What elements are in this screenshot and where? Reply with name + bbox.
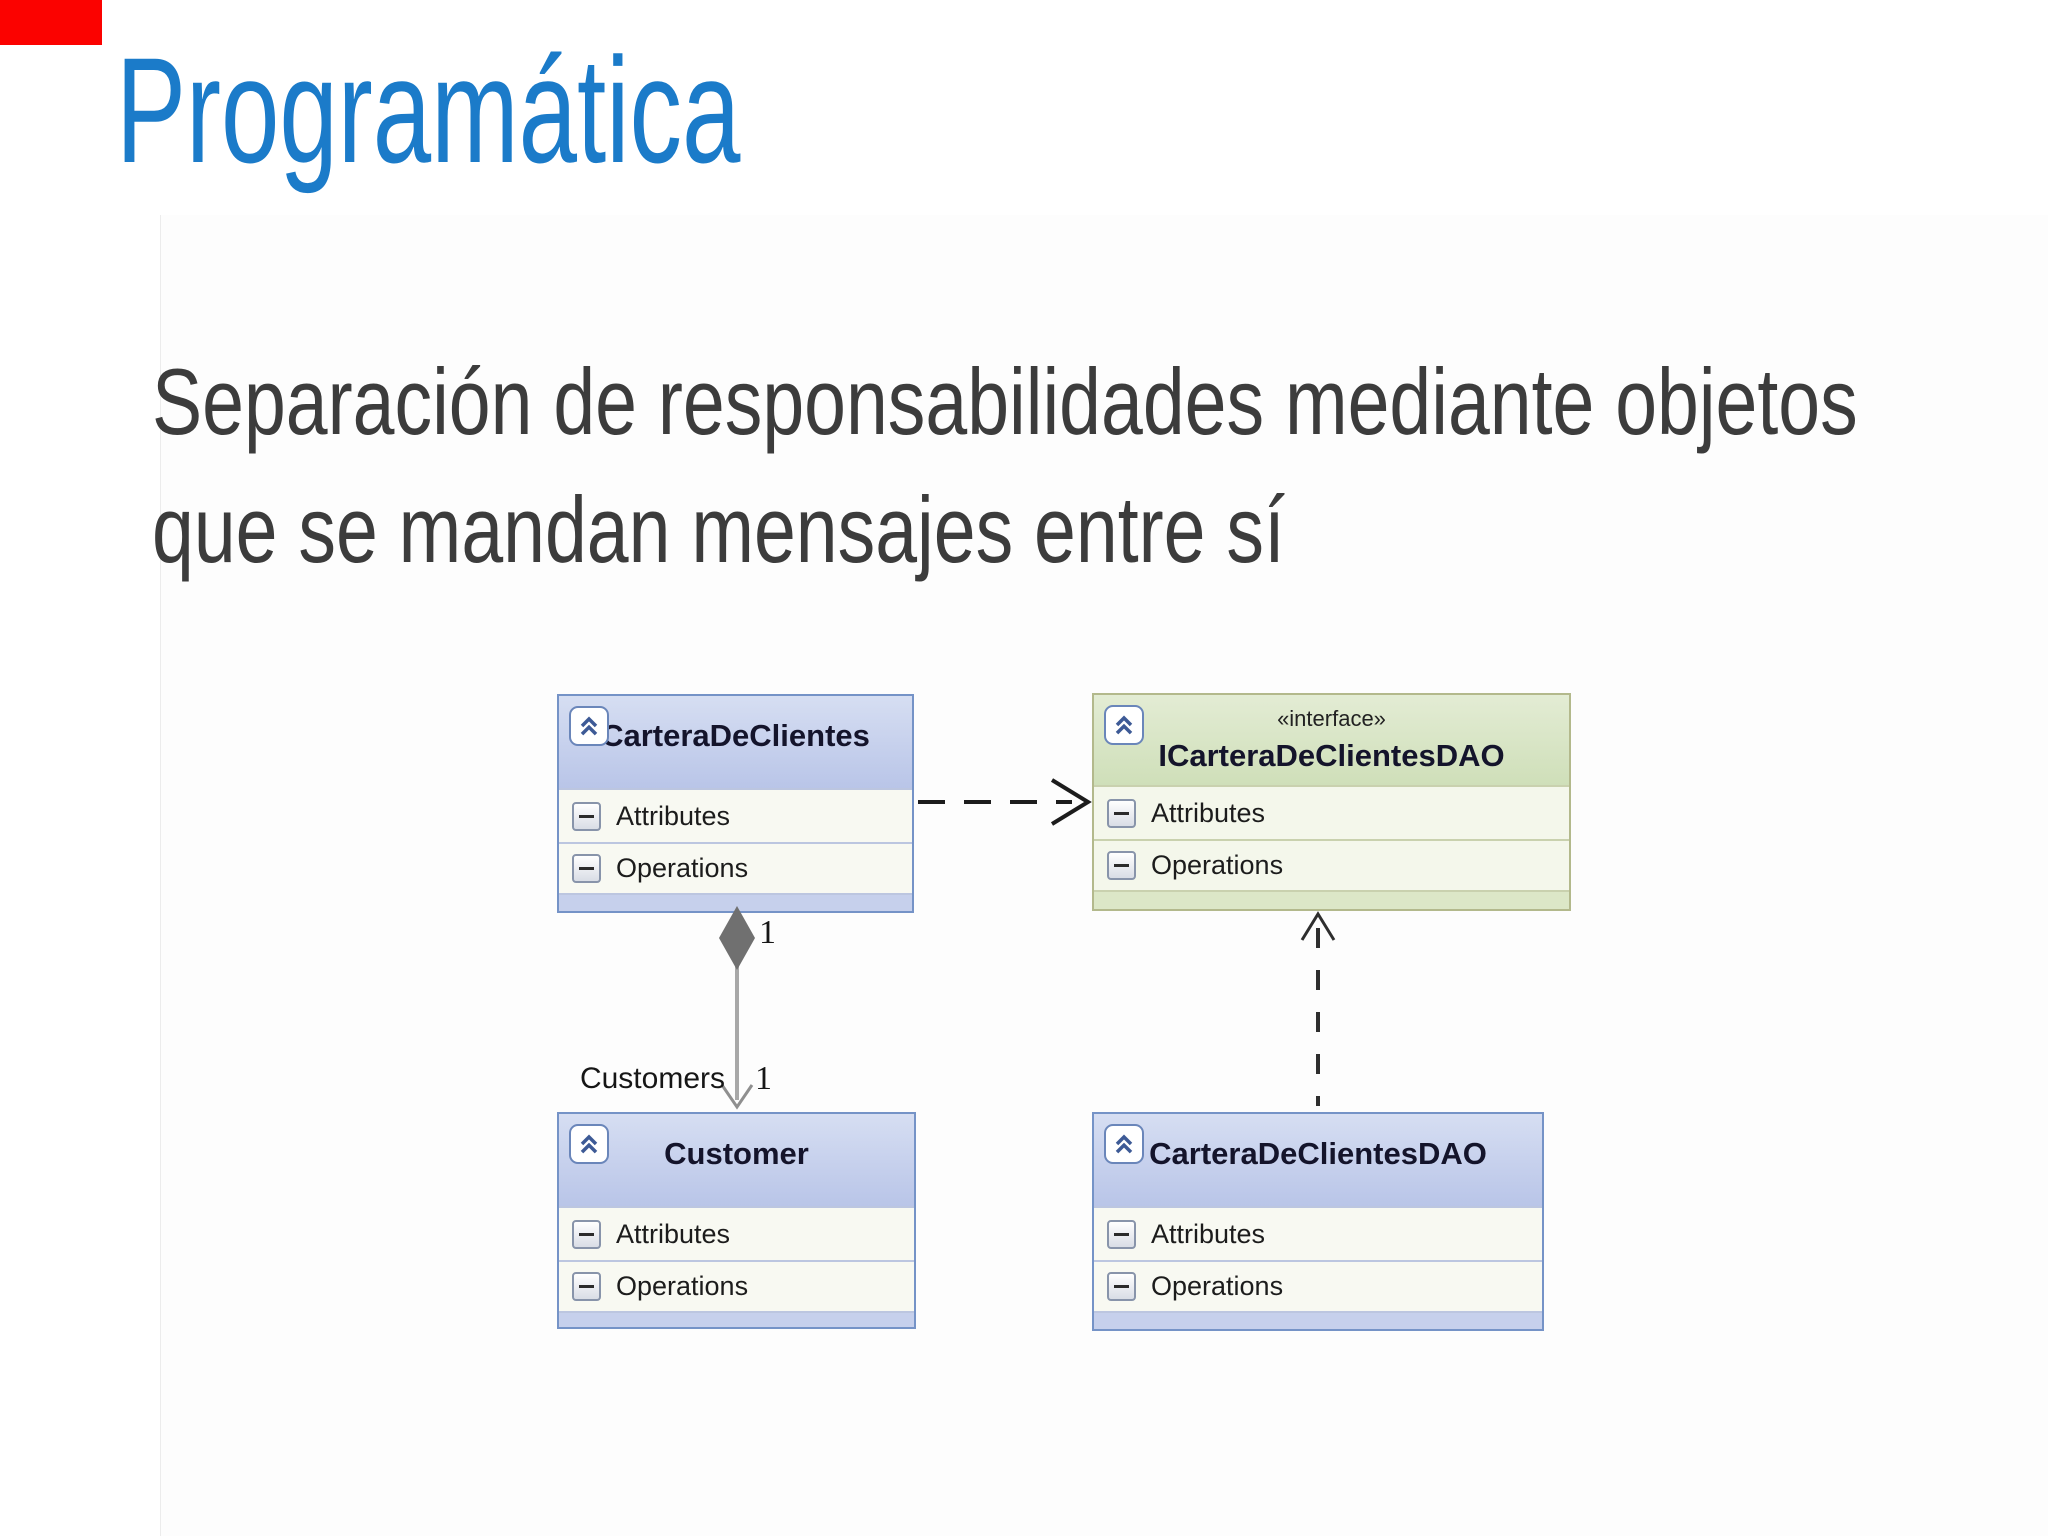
multiplicity-near-diamond: 1 xyxy=(759,914,776,951)
collapse-minus-icon[interactable] xyxy=(572,854,601,883)
collapse-chevron-icon[interactable] xyxy=(569,706,609,746)
class-name: CarteraDeClientes xyxy=(601,718,870,753)
collapse-minus-icon[interactable] xyxy=(1107,851,1136,880)
class-footer-strip xyxy=(559,893,912,911)
collapse-minus-icon[interactable] xyxy=(572,801,601,831)
collapse-minus-icon[interactable] xyxy=(1107,1272,1136,1301)
body-line-1: Separación de responsabilidades mediante… xyxy=(152,349,1858,454)
attributes-row[interactable]: Attributes xyxy=(1094,1206,1542,1260)
collapse-minus-icon[interactable] xyxy=(1107,798,1136,828)
class-header: CarteraDeClientesDAO xyxy=(1094,1114,1542,1206)
operations-label: Operations xyxy=(1151,850,1284,880)
class-name: Customer xyxy=(664,1136,809,1171)
attributes-row[interactable]: Attributes xyxy=(1094,785,1569,839)
operations-row[interactable]: Operations xyxy=(1094,839,1569,890)
interface-name: ICarteraDeClientesDAO xyxy=(1158,738,1505,773)
collapse-chevron-icon[interactable] xyxy=(1104,705,1144,745)
attributes-label: Attributes xyxy=(1151,1218,1266,1249)
attributes-label: Attributes xyxy=(1151,797,1266,828)
collapse-minus-icon[interactable] xyxy=(572,1219,601,1249)
interface-box-icarteradeclientesdao[interactable]: «interface» ICarteraDeClientesDAO Attrib… xyxy=(1092,693,1571,911)
page-title: Programática xyxy=(116,26,741,194)
interface-footer-strip xyxy=(1094,890,1569,909)
operations-label: Operations xyxy=(616,1271,749,1301)
operations-label: Operations xyxy=(1151,1271,1284,1301)
attributes-row[interactable]: Attributes xyxy=(559,788,912,842)
class-box-customer[interactable]: Customer Attributes Operations xyxy=(557,1112,916,1329)
class-box-carteradeclientesdao[interactable]: CarteraDeClientesDAO Attributes Operatio… xyxy=(1092,1112,1544,1331)
composition-role-label: Customers xyxy=(579,1062,725,1095)
attributes-label: Attributes xyxy=(616,800,731,831)
operations-row[interactable]: Operations xyxy=(559,1260,914,1311)
interface-header: «interface» ICarteraDeClientesDAO xyxy=(1094,695,1569,785)
slide-body-text: Separación de responsabilidades mediante… xyxy=(152,338,1858,594)
stereotype-label: «interface» xyxy=(1277,706,1386,731)
class-header: Customer xyxy=(559,1114,914,1206)
class-name: CarteraDeClientesDAO xyxy=(1149,1136,1487,1171)
recording-corner-flag xyxy=(0,0,102,45)
operations-row[interactable]: Operations xyxy=(559,842,912,893)
class-box-carteradeclientes[interactable]: CarteraDeClientes Attributes Operations xyxy=(557,694,914,913)
body-line-2: que se mandan mensajes entre sí xyxy=(152,477,1285,582)
collapse-chevron-icon[interactable] xyxy=(569,1124,609,1164)
attributes-row[interactable]: Attributes xyxy=(559,1206,914,1260)
class-header: CarteraDeClientes xyxy=(559,696,912,788)
operations-row[interactable]: Operations xyxy=(1094,1260,1542,1311)
class-footer-strip xyxy=(1094,1311,1542,1329)
operations-label: Operations xyxy=(616,853,749,883)
multiplicity-near-customer: 1 xyxy=(755,1060,772,1097)
collapse-minus-icon[interactable] xyxy=(572,1272,601,1301)
class-footer-strip xyxy=(559,1311,914,1327)
collapse-chevron-icon[interactable] xyxy=(1104,1124,1144,1164)
collapse-minus-icon[interactable] xyxy=(1107,1219,1136,1249)
attributes-label: Attributes xyxy=(616,1218,731,1249)
